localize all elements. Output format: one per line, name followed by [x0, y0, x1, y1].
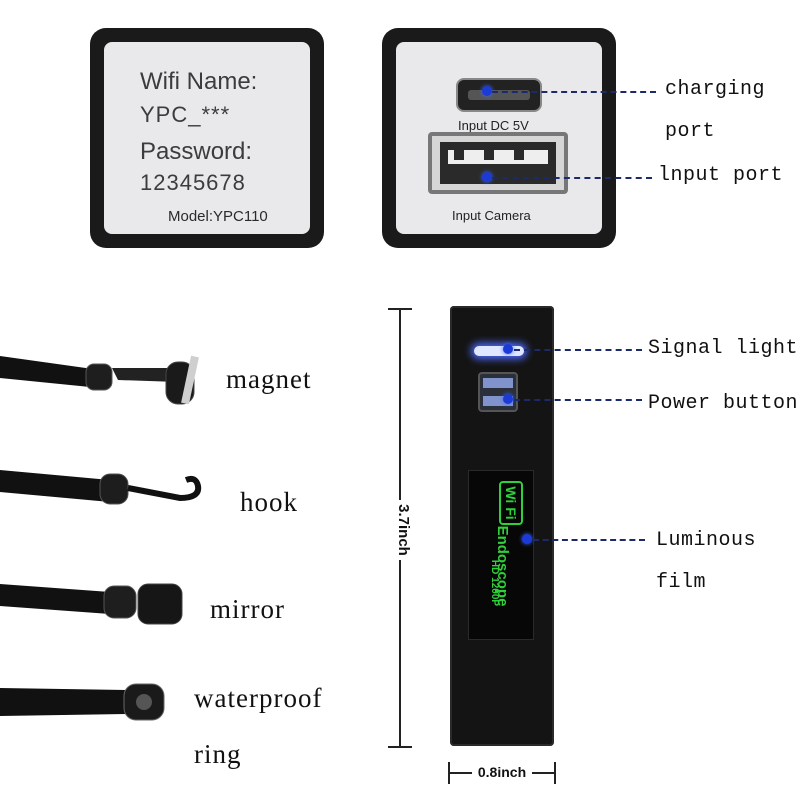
micro-usb-port: [456, 78, 542, 112]
password-value: 12345678: [140, 170, 246, 195]
power-button[interactable]: [478, 372, 518, 412]
signal-light: [474, 346, 524, 356]
mirror-label: mirror: [210, 594, 285, 624]
power-button-line: [514, 399, 642, 401]
luminous-film-label-2: film: [656, 571, 707, 594]
ports-panel: Input DC 5V Input Camera: [382, 28, 616, 248]
charging-port-dot: [482, 86, 492, 96]
luminous-film-dot: [522, 534, 532, 544]
charging-port-label-1: charging: [665, 78, 766, 101]
input-port-line: [492, 177, 652, 179]
magnet-label: magnet: [226, 364, 312, 394]
waterproof-label-2: ring: [194, 739, 242, 769]
wifi-logo: Wi Fi: [499, 481, 523, 525]
wifi-label-panel: Wifi Name: YPC_*** Password: 12345678 Mo…: [90, 28, 324, 248]
hook-label: hook: [240, 487, 298, 517]
model-text: Model:YPC110: [168, 208, 268, 225]
resolution-text: HD 1200P: [489, 559, 500, 607]
wifi-name-value: YPC_***: [140, 102, 231, 127]
wifi-name-title: Wifi Name:: [140, 68, 258, 95]
waterproof-ring-tip: [0, 683, 165, 721]
hook-tip: [0, 470, 202, 505]
height-label: 3.7inch: [392, 500, 412, 560]
luminous-film-label-1: Luminous: [656, 529, 757, 552]
input-camera-label: Input Camera: [452, 208, 531, 223]
width-label: 0.8inch: [472, 764, 532, 780]
charging-port-label-2: port: [665, 120, 716, 143]
endoscope-device: Wi Fi Endoscope HD 1200P: [450, 306, 554, 746]
magnet-tip: [0, 355, 199, 405]
luminous-film-line: [533, 539, 645, 541]
input-port-dot: [482, 172, 492, 182]
input-dc-label: Input DC 5V: [458, 118, 529, 133]
waterproof-label-1: waterproof: [194, 683, 323, 713]
tips-illustration: [0, 355, 202, 721]
mirror-tip: [0, 583, 183, 625]
signal-light-line: [514, 349, 642, 351]
usb-a-port: [428, 132, 568, 194]
input-port-label: lnput port: [658, 164, 784, 187]
password-title: Password:: [140, 138, 253, 165]
charging-port-line: [492, 91, 656, 93]
power-button-dot: [503, 394, 513, 404]
signal-light-label: Signal light: [648, 337, 799, 360]
luminous-film: Wi Fi Endoscope HD 1200P: [468, 470, 534, 640]
signal-light-dot: [503, 344, 513, 354]
power-button-label: Power button: [648, 392, 799, 415]
